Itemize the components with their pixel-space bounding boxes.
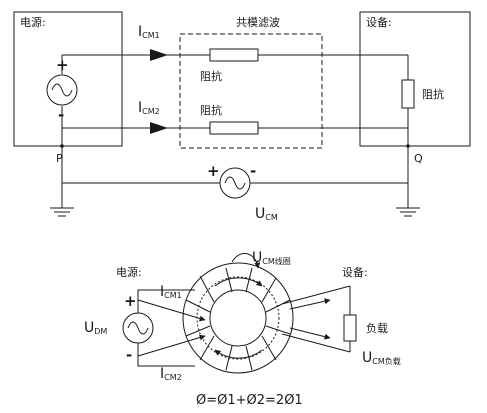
node-p-dot (60, 144, 64, 148)
udm-label: UDM (84, 320, 107, 336)
ground-symbol-left (50, 207, 74, 217)
ucm-label: UCM (255, 206, 278, 222)
bottom-minus-sign: - (126, 346, 132, 364)
load-lower-wire (281, 333, 351, 353)
coil-voltage-arc (231, 253, 261, 269)
power-source-box (13, 11, 123, 147)
ground-symbol-right (396, 207, 420, 217)
load-voltage-label: UCM负载 (362, 350, 401, 366)
filter-impedance-2 (209, 121, 259, 135)
coil-voltage-label: UCM线圈 (252, 250, 291, 266)
device-label: 设备: (366, 15, 392, 29)
ac-source (46, 74, 78, 106)
toroid-windings (185, 267, 291, 371)
plus-sign-source: + (56, 56, 69, 74)
minus-sign-source: - (58, 106, 64, 124)
device-box (359, 11, 471, 147)
flux-formula: Ø=Ø1+Ø2=2Ø1 (196, 393, 303, 408)
filter-label: 共模滤波 (236, 16, 280, 29)
minus-sign-ucm: - (250, 162, 256, 180)
device-impedance (401, 79, 415, 109)
source-lower-wire (137, 343, 195, 367)
current-arrow-1 (150, 49, 168, 61)
flux-arrow-2 (214, 349, 263, 359)
load-upper-wire (281, 285, 351, 305)
node-q-label: Q (414, 152, 423, 165)
common-mode-circuit (13, 11, 471, 217)
load-resistor (343, 314, 357, 342)
load-label: 负载 (366, 321, 388, 335)
current-arrow-2 (150, 122, 168, 134)
current-label-1: ICM1 (138, 24, 160, 40)
toroid-core-outer (182, 262, 294, 374)
power-label: 电源: (20, 15, 46, 29)
bottom-power-label: 电源: (116, 265, 142, 279)
current-label-2: ICM2 (138, 100, 160, 116)
toroid-core-inner (209, 289, 267, 347)
node-p-label: P (56, 152, 63, 165)
toroid-flux-path (196, 276, 280, 360)
bottom-plus-sign: + (124, 292, 137, 310)
toroid-circuit (122, 253, 357, 374)
impedance-label-2: 阻抗 (200, 103, 222, 117)
plus-sign-ucm: + (207, 162, 220, 180)
source-upper-wire (137, 289, 195, 313)
bottom-device-label: 设备: (342, 265, 368, 279)
flux-arrow-1 (214, 277, 263, 287)
node-q-dot (406, 144, 410, 148)
impedance-label-1: 阻抗 (200, 69, 222, 83)
filter-impedance-1 (209, 48, 259, 62)
bottom-current-label-2: ICM2 (160, 366, 182, 382)
impedance-label-device: 阻抗 (422, 87, 444, 101)
bottom-current-label-1: ICM1 (160, 284, 182, 300)
